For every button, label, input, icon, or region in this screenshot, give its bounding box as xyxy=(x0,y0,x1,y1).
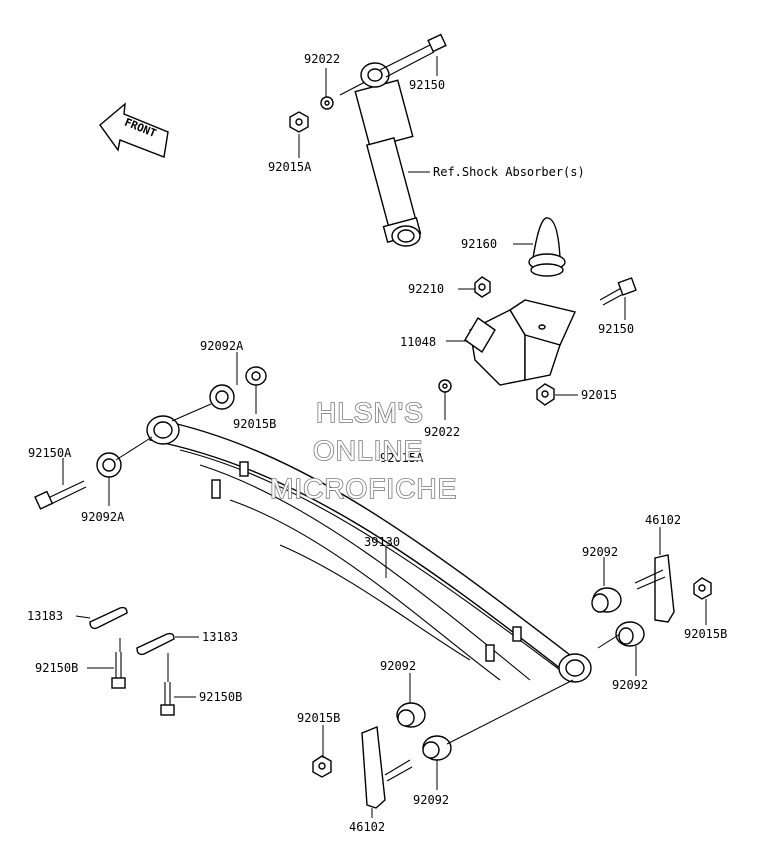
label-39130: 39130 xyxy=(364,535,400,549)
nut-92015b-bottom xyxy=(312,755,332,778)
label-13183-left: 13183 xyxy=(27,609,63,623)
label-92092a-left: 92092A xyxy=(81,510,125,524)
bolt-92150b-left xyxy=(111,652,126,689)
leaf-spring-39130 xyxy=(146,415,592,683)
label-92150a: 92150A xyxy=(28,446,72,460)
bushing-92092-right-top xyxy=(591,587,622,613)
shackle-46102-bottom xyxy=(361,726,413,809)
bushing-92092a-top xyxy=(209,384,235,410)
label-92015a-left: 92015A xyxy=(268,160,312,174)
label-92092-bot-top: 92092 xyxy=(380,659,416,673)
label-92150-mid: 92150 xyxy=(598,322,634,336)
bushing-92092-bot xyxy=(422,735,452,761)
bolt-92150a xyxy=(34,480,87,510)
bolt-92150-mid xyxy=(599,277,637,306)
label-92015: 92015 xyxy=(581,388,617,402)
nut-92015 xyxy=(536,383,555,406)
watermark-line1: HLSM'S xyxy=(316,397,424,428)
bracket-11048 xyxy=(464,299,576,386)
plate-13183-left xyxy=(89,606,128,630)
label-ref-shock-absorber: Ref.Shock Absorber(s) xyxy=(433,165,585,179)
bolt-92150-top xyxy=(379,33,447,78)
bushing-92092a-left xyxy=(96,452,122,478)
label-92092-bottom: 92092 xyxy=(413,793,449,807)
label-92160: 92160 xyxy=(461,237,497,251)
label-92092a-top: 92092A xyxy=(200,339,244,353)
label-92022-top: 92022 xyxy=(304,52,340,66)
bushing-92092-bot-top xyxy=(396,702,426,728)
nut-92015a-left xyxy=(289,111,309,133)
label-92150b-mid: 92150B xyxy=(199,690,242,704)
bolt-92150b-mid xyxy=(160,682,175,716)
label-13183-mid: 13183 xyxy=(202,630,238,644)
plate-13183-mid xyxy=(136,632,175,656)
watermark-line3: MICROFICHE xyxy=(270,473,457,504)
bushing-92092-right-bot xyxy=(615,621,645,647)
label-92015b-bottom: 92015B xyxy=(297,711,340,725)
label-92150-top: 92150 xyxy=(409,78,445,92)
label-46102-right: 46102 xyxy=(645,513,681,527)
label-92210: 92210 xyxy=(408,282,444,296)
bump-stop-92160 xyxy=(528,217,566,277)
label-92015a-mid: 92015A xyxy=(380,451,424,465)
label-92015b-top: 92015B xyxy=(233,417,276,431)
label-92150b-left: 92150B xyxy=(35,661,78,675)
label-92092-right-top: 92092 xyxy=(582,545,618,559)
nut-92015b-top xyxy=(245,366,267,386)
label-92022-mid: 92022 xyxy=(424,425,460,439)
label-46102-bottom: 46102 xyxy=(349,820,385,834)
front-arrow-icon: FRONT xyxy=(99,102,169,158)
watermark-line2: ONLINE xyxy=(313,435,423,466)
label-92015b-right: 92015B xyxy=(684,627,727,641)
nut-92015b-right xyxy=(693,577,712,600)
shackle-46102-right xyxy=(634,554,675,623)
label-11048: 11048 xyxy=(400,335,436,349)
label-92092-right-bot: 92092 xyxy=(612,678,648,692)
nut-92210 xyxy=(474,276,491,298)
watermark: HLSM'S ONLINE MICROFICHE xyxy=(269,396,457,505)
leader-lines xyxy=(62,56,707,818)
